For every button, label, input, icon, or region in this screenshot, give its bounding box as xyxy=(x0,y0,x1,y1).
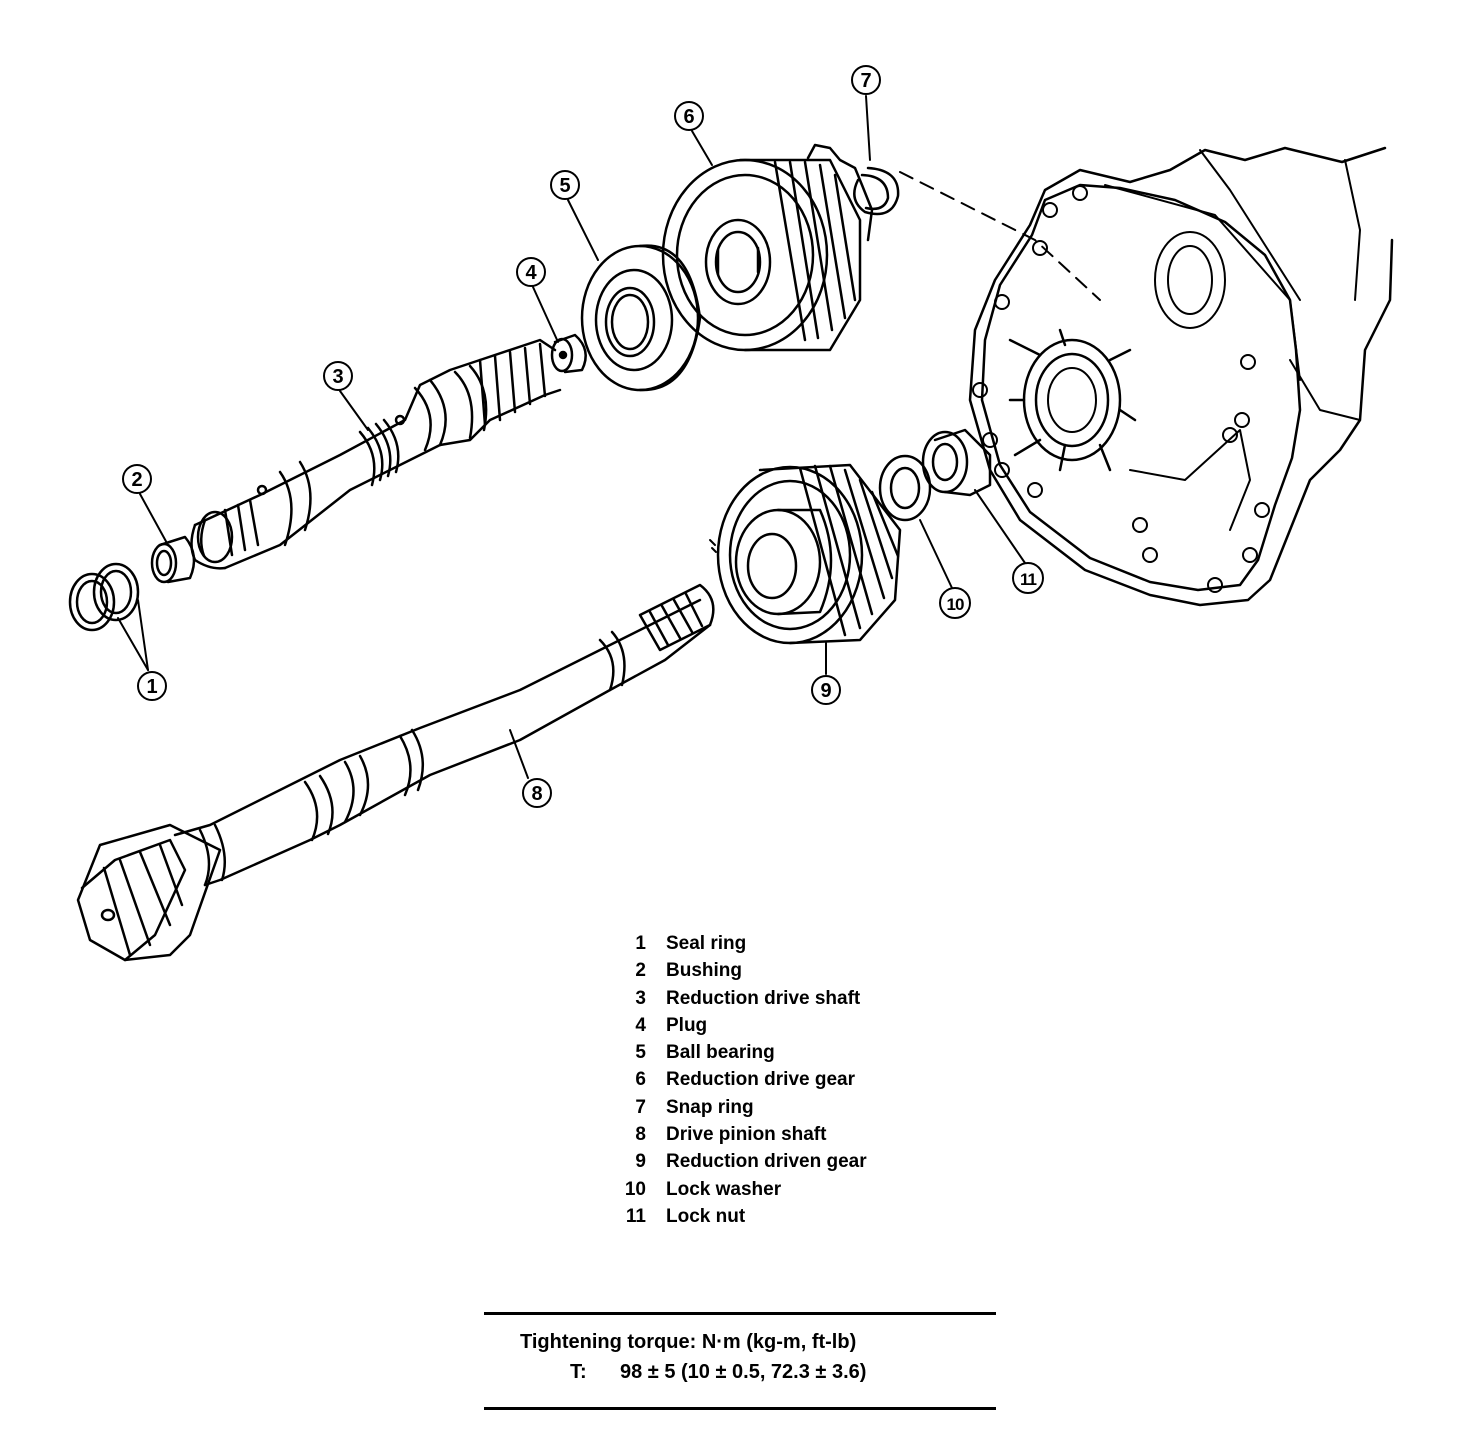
legend-name: Reduction drive gear xyxy=(666,1069,855,1091)
bushing xyxy=(150,535,196,584)
legend-name: Seal ring xyxy=(666,933,747,954)
callout-4-label: 4 xyxy=(525,262,537,284)
reduction-drive-shaft xyxy=(190,338,562,570)
legend-item: 3 Reduction drive shaft xyxy=(612,985,867,1012)
legend-name: Bushing xyxy=(666,960,742,982)
reduction-driven-gear xyxy=(709,463,902,645)
legend-item: 8 Drive pinion shaft xyxy=(612,1121,867,1148)
legend-name: Drive pinion shaft xyxy=(666,1124,827,1146)
legend-item: 11 Lock nut xyxy=(612,1203,867,1230)
torque-spec: T: 98 ± 5 (10 ± 0.5, 72.3 ± 3.6) xyxy=(570,1361,866,1384)
callout-9-label: 9 xyxy=(820,680,831,702)
legend-number: 6 xyxy=(635,1069,646,1091)
legend-number: 11 xyxy=(625,1205,646,1227)
legend-name: Reduction driven gear xyxy=(666,1151,867,1173)
legend-number: 10 xyxy=(624,1178,646,1200)
legend-name: Snap ring xyxy=(666,1096,754,1118)
parts-legend: 1 Seal ring 2 Bushing 3 Reduction drive sha… xyxy=(612,930,867,1230)
callout-3-label: 3 xyxy=(332,366,343,388)
ball-bearing xyxy=(580,244,702,392)
seal-rings xyxy=(68,562,140,632)
callout-2-label: 2 xyxy=(131,469,142,491)
transfer-case-housing xyxy=(899,146,1394,607)
legend-name: Ball bearing xyxy=(666,1042,775,1064)
legend-number: 3 xyxy=(635,987,646,1009)
legend-item: 1 Seal ring xyxy=(612,930,867,957)
legend-number: 4 xyxy=(635,1014,646,1036)
plug xyxy=(550,333,587,374)
legend-name: Reduction drive shaft xyxy=(666,987,861,1009)
legend-item: 6 Reduction drive gear xyxy=(612,1066,867,1093)
callout-7-label: 7 xyxy=(860,70,871,92)
callouts: 1 2 3 4 5 6 7 8 9 10 xyxy=(117,65,1044,808)
callout-10-label: 10 xyxy=(947,595,964,614)
snap-ring xyxy=(853,166,900,216)
legend-number: 5 xyxy=(635,1042,646,1064)
legend-item: 2 Bushing xyxy=(612,957,867,984)
lock-washer xyxy=(878,454,932,522)
legend-name: Lock nut xyxy=(666,1205,746,1227)
tightening-torque-box: Tightening torque: N·m (kg-m, ft-lb) T: 9… xyxy=(484,1312,996,1410)
legend-number: 9 xyxy=(635,1151,646,1173)
legend-number: 7 xyxy=(635,1096,646,1118)
legend-item: 5 Ball bearing xyxy=(612,1039,867,1066)
reduction-drive-gear xyxy=(661,143,874,352)
legend-item: 7 Snap ring xyxy=(612,1094,867,1121)
drive-pinion-shaft xyxy=(76,583,715,962)
callout-11-label: 11 xyxy=(1020,570,1037,589)
callout-8-label: 8 xyxy=(531,783,542,805)
torque-label: T: xyxy=(570,1361,587,1383)
legend-number: 2 xyxy=(635,960,646,982)
callout-1-label: 1 xyxy=(146,676,157,698)
legend-number: 8 xyxy=(635,1124,646,1146)
callout-6-label: 6 xyxy=(683,106,694,128)
torque-value: 98 ± 5 (10 ± 0.5, 72.3 ± 3.6) xyxy=(620,1361,867,1383)
legend-number: 1 xyxy=(635,933,646,954)
callout-5-label: 5 xyxy=(559,175,570,197)
legend-item: 10 Lock washer xyxy=(612,1176,867,1203)
torque-heading: Tightening torque: N·m (kg-m, ft-lb) xyxy=(520,1331,857,1353)
legend-name: Lock washer xyxy=(666,1178,782,1200)
legend-item: 4 Plug xyxy=(612,1012,867,1039)
lock-nut xyxy=(921,428,992,497)
legend-item: 9 Reduction driven gear xyxy=(612,1148,867,1175)
legend-name: Plug xyxy=(666,1014,708,1036)
